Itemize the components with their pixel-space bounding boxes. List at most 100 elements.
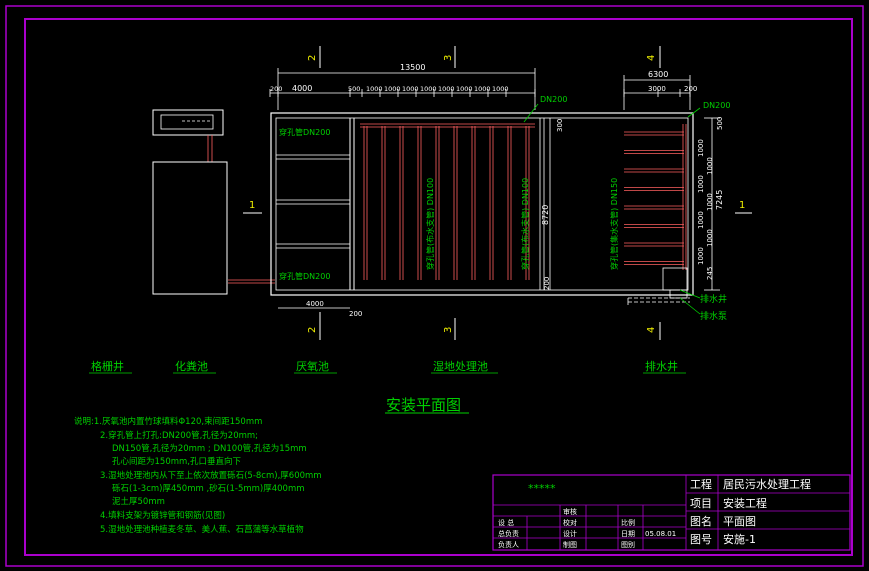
unit-drain-well: 排水井: [645, 359, 678, 373]
dim-right-seg-2: 1000: [706, 157, 714, 175]
dim-top-seg-3: 500: [348, 85, 360, 93]
tb-number-value: 安施-1: [723, 532, 756, 546]
unit-septic-tank: 化粪池: [175, 359, 208, 373]
tb-cell-design: 设计: [563, 529, 577, 538]
label-dist-pipe-2: 穿孔管(布水支管) DN100: [520, 178, 530, 270]
label-collect-pipe: 穿孔管(集水支管) DN150: [609, 178, 619, 270]
dim-right-bottom: 245: [706, 267, 714, 280]
note-line-8: 4.填料支架为镀锌管和钢筋(见图): [100, 510, 225, 521]
dim-right-seg-4: 1000: [706, 193, 714, 211]
tb-cell-lead: 负责人: [498, 540, 519, 549]
dim-top-seg-8: 1000: [438, 85, 455, 93]
tb-cell-scale: 比例: [621, 518, 635, 527]
section-mark-1-right: 1: [739, 200, 745, 211]
dim-right-total: 6300: [648, 70, 668, 79]
grate-well-inner: [160, 114, 214, 130]
note-line-5: 3.湿地处理池内从下至上依次放置砾石(5-8cm),厚600mm: [100, 470, 322, 481]
tb-cell-draw: 制图: [563, 540, 577, 549]
tb-drawing-label: 图名: [690, 514, 712, 528]
collector-pipes: [624, 131, 684, 265]
section-mark-4-bottom: 4: [646, 327, 657, 333]
dim-top-seg-11: 1000: [492, 85, 509, 93]
dim-right-seg-7: 1000: [697, 247, 705, 265]
drawing-title: 安装平面图: [386, 396, 461, 414]
dim-top-seg-7: 1000: [420, 85, 437, 93]
tb-cell-date: 日期: [621, 530, 635, 538]
leader-lines: [523, 103, 701, 315]
dim-right-seg-1: 3000: [648, 85, 666, 93]
dim-top-seg-1: 200: [270, 85, 282, 93]
tb-cell-check: 校对: [563, 518, 577, 527]
tb-item-label: 项目: [690, 497, 712, 510]
dim-top-seg-10: 1000: [474, 85, 491, 93]
tb-project-label: 工程: [690, 478, 712, 491]
label-drain-pump: 排水泵: [700, 310, 727, 322]
label-pipe-bottom: 穿孔管DN200: [279, 271, 330, 281]
note-line-4: 孔心间距为150mm,孔口垂直向下: [112, 456, 241, 467]
top-dimension-ticks: [269, 89, 691, 97]
label-dn200-top: DN200: [540, 95, 567, 104]
section-mark-2-top: 2: [307, 55, 318, 61]
dim-top-seg-2: 4000: [292, 84, 312, 93]
dim-right-seg-2: 200: [684, 85, 697, 93]
tb-cell-type: 图别: [621, 540, 635, 549]
tb-cell-general: 总负责: [498, 529, 519, 538]
connecting-pipes: [207, 135, 275, 284]
section-mark-1-left: 1: [249, 200, 255, 211]
unit-wetland: 湿地处理池: [433, 360, 488, 373]
section-mark-4-top: 4: [646, 55, 657, 61]
septic-tank: [152, 161, 228, 295]
dim-bottom-left: 4000: [306, 300, 324, 308]
dim-total: 13500: [400, 63, 425, 72]
dim-right-seg-3: 1000: [697, 175, 705, 193]
dim-top-seg-6: 1000: [402, 85, 419, 93]
section-mark-3-top: 3: [443, 55, 454, 61]
note-line-2: 2.穿孔管上打孔:DN200管,孔径为20mm;: [100, 430, 258, 441]
label-dn200-right: DN200: [703, 101, 730, 110]
drain-well: [662, 267, 688, 291]
dim-mid-top: 300: [556, 119, 564, 132]
drain-pump: [669, 289, 688, 299]
dim-top-seg-5: 1000: [384, 85, 401, 93]
dim-right-top: 500: [716, 117, 724, 130]
tb-cell-chief: 设 总: [498, 518, 514, 527]
dim-right-seg-6: 1000: [706, 229, 714, 247]
main-tank-outer: [270, 112, 694, 296]
label-drain-well: 排水井: [700, 293, 727, 305]
dim-right-seg-1: 1000: [697, 139, 705, 157]
dim-mid-vertical: 8720: [541, 205, 550, 225]
tb-project-value: 居民污水处理工程: [723, 478, 811, 491]
tb-date-value: 05.08.01: [645, 530, 676, 538]
dim-bottom-left-small: 200: [349, 310, 362, 318]
note-line-9: 5.湿地处理池种植麦冬草、美人蕉、石菖蒲等水草植物: [100, 524, 304, 535]
title-block: ***** 工程 居民污水处理工程 项目 安装工程 图名 平面图 图号 安施-1…: [492, 474, 851, 551]
tb-stars: *****: [528, 482, 556, 495]
outer-frame: [5, 5, 864, 567]
note-line-7: 泥土厚50mm: [112, 496, 165, 507]
unit-anaerobic-tank: 厌氧池: [296, 359, 329, 373]
label-pipe-top: 穿孔管DN200: [279, 127, 330, 137]
dim-right-vertical: 7245: [715, 190, 724, 210]
tb-drawing-value: 平面图: [723, 515, 756, 528]
tb-cell-review: 审核: [563, 507, 577, 516]
section-mark-3-bottom: 3: [443, 327, 454, 333]
note-line-1: 说明:1.厌氧池内置竹球填料Φ120,束间距150mm: [74, 416, 262, 427]
distribution-pipes: [363, 126, 530, 280]
side-dimension-lines: [278, 117, 720, 309]
anaerobic-compartments: [276, 154, 350, 249]
tb-item-value: 安装工程: [723, 496, 767, 510]
inner-frame: [24, 18, 853, 556]
note-line-6: 砾石(1-3cm)厚450mm ,砂石(1-5mm)厚400mm: [112, 483, 305, 494]
section-mark-2-bottom: 2: [307, 327, 318, 333]
section-mark-lines: [243, 46, 752, 340]
unit-grate-well: 格栅井: [91, 359, 124, 373]
label-dist-pipe-1: 穿孔管(布水支管) DN100: [425, 178, 435, 270]
tb-number-label: 图号: [690, 533, 712, 546]
grate-well: [152, 109, 224, 136]
dim-top-seg-9: 1000: [456, 85, 473, 93]
note-line-3: DN150管,孔径为20mm ; DN100管,孔径为15mm: [112, 443, 307, 454]
